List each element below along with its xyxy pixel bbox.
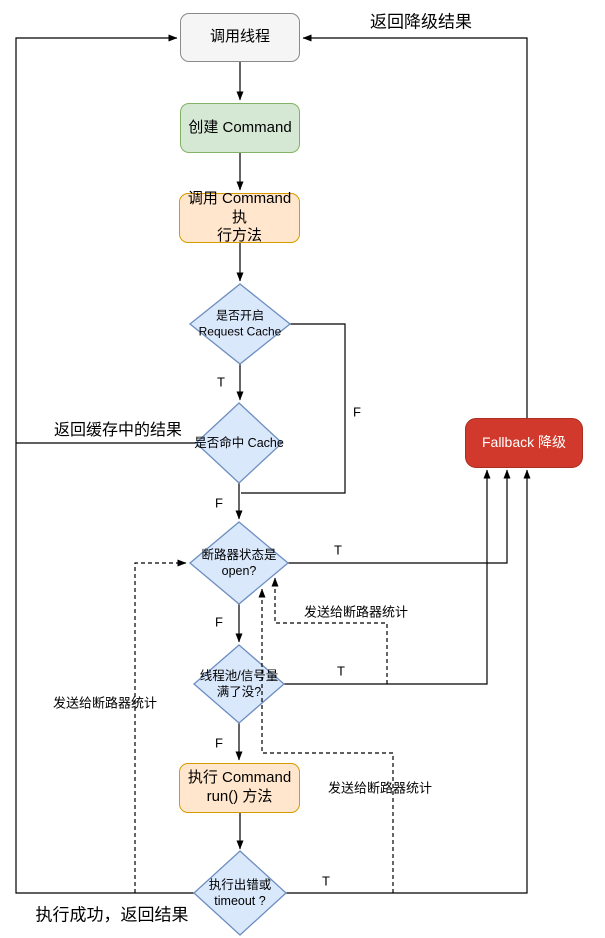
node-caller-thread-label: 调用线程 [209, 28, 270, 46]
label-report-breaker-stats-lower: 发送给断路器统计 [327, 780, 433, 796]
label-report-breaker-stats-left: 发送给断路器统计 [52, 695, 158, 711]
diamond-request-cache-check [188, 283, 292, 365]
node-fallback: Fallback 降级 [465, 418, 583, 468]
dashed-edge-timeout-stats [258, 588, 394, 893]
label-request-cache-true: T [217, 374, 225, 390]
label-circuit-open-false: F [215, 614, 223, 630]
node-invoke-command: 调用 Command 执 行方法 [179, 189, 300, 245]
edge-pool-true-to-fallback [284, 469, 491, 685]
diamond-cache-hit-check [195, 402, 283, 484]
node-create-command: 创建 Command [180, 103, 300, 153]
node-invoke-command-label: 调用 Command 执 行方法 [187, 189, 292, 245]
label-circuit-open-true: T [334, 542, 342, 558]
label-return-fallback-result: 返回降级结果 [370, 12, 472, 32]
edge-requestcache-false-bypass [241, 323, 346, 494]
diamond-circuit-open-check [188, 521, 290, 605]
edge-circuit-true-to-fallback [288, 469, 511, 564]
edge-fallback-return-to-caller [302, 34, 528, 418]
node-fallback-label: Fallback 降级 [481, 434, 567, 451]
label-pool-full-false: F [215, 735, 223, 751]
node-caller-thread: 调用线程 [180, 13, 300, 62]
label-report-breaker-stats-upper: 发送给断路器统计 [303, 604, 409, 620]
label-pool-full-true: T [337, 663, 345, 679]
diamond-error-timeout-check [193, 850, 287, 936]
diamond-pool-full-check [193, 644, 285, 724]
node-run-command: 执行 Command run() 方法 [179, 763, 300, 813]
label-error-timeout-true: T [322, 873, 330, 889]
node-create-command-label: 创建 Command [188, 118, 292, 136]
label-request-cache-false: F [353, 404, 361, 420]
edge-timeout-true-to-fallback [286, 469, 531, 894]
node-run-command-label: 执行 Command run() 方法 [187, 769, 292, 805]
label-cache-hit-false: F [215, 495, 223, 511]
dashed-edge-success-stats [134, 559, 187, 893]
edge-success-to-caller [15, 34, 194, 894]
dashed-edge-pool-stats [271, 577, 388, 684]
label-return-cached-result: 返回缓存中的结果 [53, 422, 183, 439]
label-success-return-result: 执行成功，返回结果 [35, 905, 189, 925]
